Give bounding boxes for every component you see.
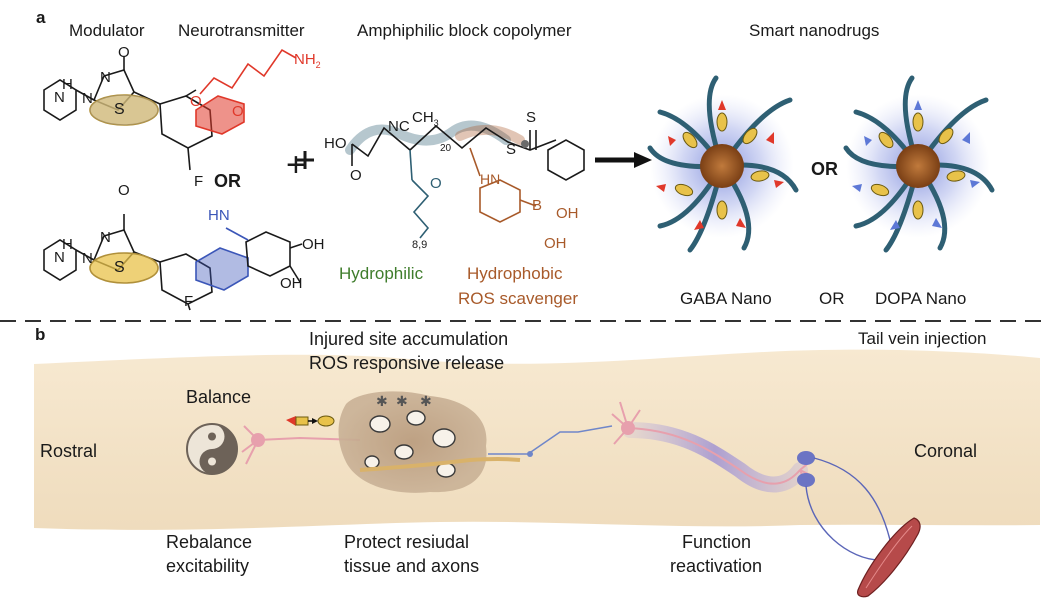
arrow-graphic xyxy=(595,152,652,168)
function-label: Function xyxy=(682,532,752,552)
atom-oh: OH xyxy=(280,275,303,292)
hydrophobic-label: Hydrophobic xyxy=(467,264,563,283)
muscle-graphic xyxy=(857,517,921,598)
neurotransmitter-header: Neurotransmitter xyxy=(178,21,305,40)
atom-o: O xyxy=(118,182,130,199)
signal-trace xyxy=(488,425,613,455)
plus-sign-graphic xyxy=(296,151,314,169)
atom-ho: HO xyxy=(324,135,347,152)
atom-nh: HN xyxy=(208,207,230,224)
atom-o: O xyxy=(118,44,130,61)
copolymer-structure xyxy=(345,120,585,239)
atom-f: F xyxy=(184,293,194,310)
ros-release-label: ROS responsive release xyxy=(309,353,505,373)
or-label-molecules: OR xyxy=(214,171,241,191)
gaba-chain xyxy=(199,48,297,95)
atom-o: O xyxy=(350,167,362,184)
or-label-nanos: OR xyxy=(811,159,838,179)
excitability-label: excitability xyxy=(166,556,250,576)
nano-or-label: OR xyxy=(819,289,845,308)
svg-text:✱: ✱ xyxy=(420,393,432,409)
injured-site-label: Injured site accumulation xyxy=(309,329,509,349)
atom-hn: HN xyxy=(480,171,501,187)
svg-text:✱: ✱ xyxy=(396,393,408,409)
atom-f: F xyxy=(194,173,204,190)
modulator-molecule-gaba xyxy=(43,56,245,171)
injury-lesion: ✱ ✱ ✱ xyxy=(338,391,521,493)
protect-label: Protect resiudal xyxy=(344,532,470,552)
balance-label: Balance xyxy=(186,387,252,407)
atom-nh2: NH2 xyxy=(294,51,321,70)
rostral-label: Rostral xyxy=(40,441,98,461)
modulator-molecule-dopa xyxy=(43,214,303,311)
atom-s: S xyxy=(526,109,537,126)
subscript-20: 20 xyxy=(440,143,452,154)
smart-nanodrugs-header: Smart nanodrugs xyxy=(749,21,880,40)
copolymer-header: Amphiphilic block copolymer xyxy=(357,21,572,40)
drug-release-icon xyxy=(286,415,335,427)
atom-s: S xyxy=(506,141,517,158)
atom-h: H xyxy=(62,76,73,93)
atom-b: B xyxy=(532,197,543,214)
atom-n: N xyxy=(54,89,65,106)
spinal-cord-shape xyxy=(34,349,1040,530)
motor-circuit xyxy=(797,451,921,598)
atom-n: N xyxy=(54,249,65,266)
atom-ch3: CH3 xyxy=(412,109,439,128)
atom-n: N xyxy=(100,229,111,246)
gaba-nano-particle xyxy=(647,75,799,253)
tail-vein-label: Tail vein injection xyxy=(858,329,987,348)
subscript-8-9: 8,9 xyxy=(412,239,428,251)
gaba-nano-label: GABA Nano xyxy=(680,289,772,308)
atom-n: N xyxy=(82,90,93,107)
atom-s: S xyxy=(114,259,125,276)
modulator-header: Modulator xyxy=(69,21,145,40)
panel-label-b: b xyxy=(35,325,46,344)
reactivation-label: reactivation xyxy=(670,556,763,576)
panel-label-a: a xyxy=(36,8,46,27)
atom-nc: NC xyxy=(388,118,410,135)
atom-h: H xyxy=(62,236,73,253)
dopa-nano-label: DOPA Nano xyxy=(875,289,967,308)
coronal-label: Coronal xyxy=(914,441,978,461)
hydrophilic-label: Hydrophilic xyxy=(339,264,424,283)
atom-o: O xyxy=(430,175,442,192)
plus-label: + xyxy=(286,146,306,184)
svg-text:✱: ✱ xyxy=(376,393,388,409)
atom-oh: OH xyxy=(302,236,325,253)
tissue-axons-label: tissue and axons xyxy=(344,556,480,576)
atom-s: S xyxy=(114,101,125,118)
atom-n: N xyxy=(100,69,111,86)
ros-scavenger-label: ROS scavenger xyxy=(458,289,578,308)
atom-n: N xyxy=(82,250,93,267)
dopa-nano-particle xyxy=(843,75,995,253)
rebalance-label: Rebalance xyxy=(166,532,253,552)
yin-yang-icon xyxy=(186,423,238,475)
atom-o: O xyxy=(190,93,202,110)
atom-oh: OH xyxy=(544,235,567,252)
atom-oh: OH xyxy=(556,205,579,222)
atom-o: O xyxy=(232,103,244,120)
neuron-left xyxy=(241,425,361,465)
